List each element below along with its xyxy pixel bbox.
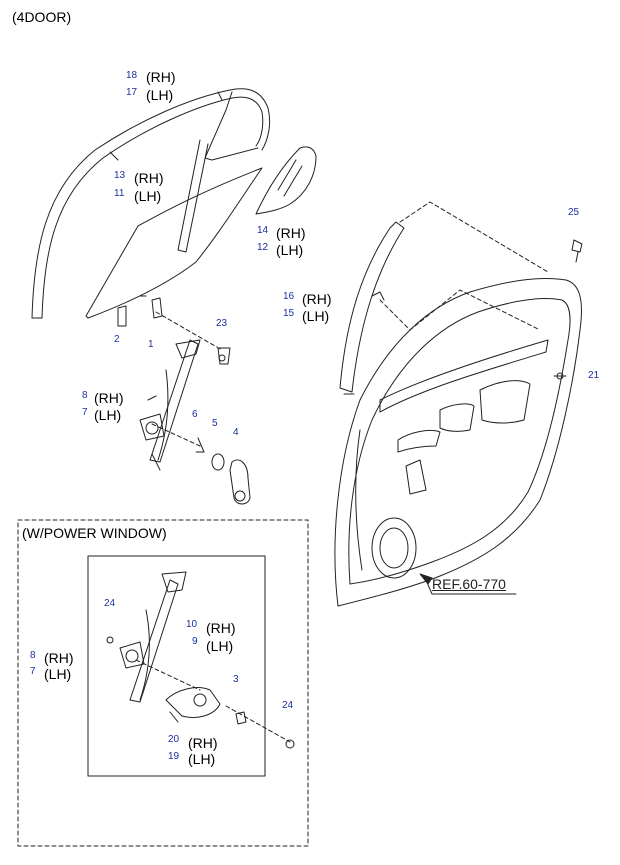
- callout-1[interactable]: 1: [148, 339, 154, 350]
- callout-25[interactable]: 25: [568, 207, 580, 218]
- power-window-title: (W/POWER WINDOW): [22, 525, 167, 541]
- callout-3[interactable]: 3: [233, 674, 239, 685]
- side-lh: (LH): [206, 638, 234, 654]
- door-glass: [85, 167, 263, 319]
- fasteners-right: [553, 239, 583, 380]
- side-lh: (LH): [134, 188, 162, 204]
- callout-6[interactable]: 6: [192, 409, 198, 420]
- callout-21[interactable]: 21: [588, 370, 600, 381]
- callout-10[interactable]: 10: [186, 619, 198, 630]
- callout-23[interactable]: 23: [216, 318, 228, 329]
- callout-17[interactable]: 17: [126, 87, 138, 98]
- callout-24[interactable]: 24: [104, 598, 116, 609]
- side-rh: (RH): [134, 170, 164, 186]
- quarter-glass: [255, 146, 317, 215]
- side-rh: (RH): [94, 390, 124, 406]
- callout-13[interactable]: 13: [114, 170, 126, 181]
- callout-15[interactable]: 15: [283, 308, 295, 319]
- callout-20[interactable]: 20: [168, 734, 180, 745]
- side-rh: (RH): [44, 650, 74, 666]
- side-lh: (LH): [188, 751, 216, 767]
- callout-18[interactable]: 18: [126, 70, 138, 81]
- callout-9[interactable]: 9: [192, 636, 198, 647]
- callout-11[interactable]: 11: [114, 188, 125, 199]
- small-parts-manual: [117, 297, 251, 505]
- manual-regulator: [139, 339, 201, 471]
- callout-4[interactable]: 4: [233, 427, 239, 438]
- callout-5[interactable]: 5: [212, 418, 218, 429]
- rear-channel: [339, 221, 405, 395]
- side-rh: (RH): [276, 225, 306, 241]
- side-rh: (RH): [302, 291, 332, 307]
- door-panel: [334, 278, 582, 607]
- side-lh: (LH): [276, 242, 304, 258]
- callout-8[interactable]: 8: [30, 650, 36, 661]
- power-regulator: [106, 571, 295, 749]
- door-frame-channel: [31, 88, 271, 319]
- leader-lines: [17, 201, 549, 847]
- callout-24[interactable]: 24: [282, 700, 294, 711]
- side-rh: (RH): [146, 69, 176, 85]
- side-rh: (RH): [206, 620, 236, 636]
- callout-19[interactable]: 19: [168, 751, 180, 762]
- power-window-inner-box: [87, 555, 266, 777]
- callout-7[interactable]: 7: [82, 407, 88, 418]
- header-title: (4DOOR): [12, 9, 72, 25]
- side-lh: (LH): [94, 407, 122, 423]
- side-lh: (LH): [302, 308, 330, 324]
- callout-14[interactable]: 14: [257, 225, 269, 236]
- ref-arrow: [419, 573, 517, 595]
- callout-8[interactable]: 8: [82, 390, 88, 401]
- callout-16[interactable]: 16: [283, 291, 295, 302]
- callout-7[interactable]: 7: [30, 666, 36, 677]
- side-lh: (LH): [44, 666, 72, 682]
- side-lh: (LH): [146, 87, 174, 103]
- reference-link[interactable]: REF.60-770: [432, 576, 506, 592]
- side-rh: (RH): [188, 735, 218, 751]
- callout-2[interactable]: 2: [114, 334, 120, 345]
- callout-12[interactable]: 12: [257, 242, 269, 253]
